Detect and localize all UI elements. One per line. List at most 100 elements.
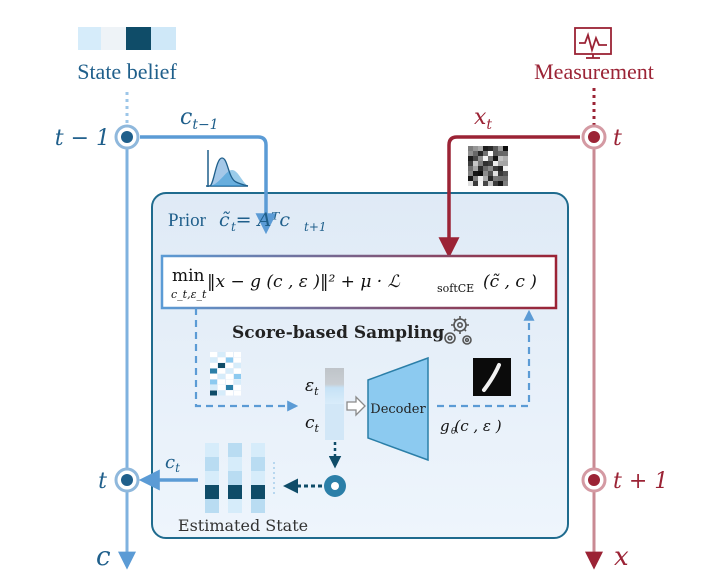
noise-pixel <box>498 171 503 176</box>
noise-pixel <box>483 146 488 151</box>
objective-box <box>160 254 558 310</box>
noise-pixel <box>478 146 483 151</box>
noise-pixel <box>468 181 473 186</box>
ct-output-label: ct <box>165 452 180 475</box>
selected-state-node <box>324 475 346 497</box>
latent-grid-cell <box>234 374 241 379</box>
noisy-measurement-thumbnail <box>468 146 508 186</box>
latent-grid-cell <box>234 352 241 357</box>
noise-pixel <box>488 166 493 171</box>
latent-grid-cell <box>234 368 241 374</box>
latent-grid-cell <box>210 379 217 385</box>
noise-pixel <box>503 176 508 181</box>
noise-pixel <box>483 176 488 181</box>
noise-pixel <box>493 176 498 181</box>
latent-grid-cell <box>210 352 217 357</box>
estimated-state-cell <box>205 499 219 513</box>
estimated-state-cell <box>228 443 242 457</box>
noise-pixel <box>503 181 508 186</box>
noise-pixel <box>488 181 493 186</box>
noise-pixel <box>493 151 498 156</box>
latent-grid-cell <box>234 385 241 390</box>
label-t-minus-1: t − 1 <box>55 126 110 151</box>
noise-pixel <box>468 161 473 166</box>
objective-loss-args: (c̃ , c ) <box>483 272 537 292</box>
noise-pixel <box>488 146 493 151</box>
noise-pixel <box>483 166 488 171</box>
noise-pixel <box>498 156 503 161</box>
noise-pixel <box>498 181 503 186</box>
noise-pixel <box>468 151 473 156</box>
noise-pixel <box>478 166 483 171</box>
noise-pixel <box>498 166 503 171</box>
latent-grid-cell <box>234 390 241 396</box>
noise-pixel <box>468 176 473 181</box>
x-measure-arrow <box>438 135 580 259</box>
noise-pixel <box>503 156 508 161</box>
estimated-state-label: Estimated State <box>178 516 308 535</box>
latent-grid-cell <box>218 357 225 363</box>
noise-pixel <box>488 161 493 166</box>
noise-pixel <box>473 156 478 161</box>
latent-grid-cell <box>210 390 217 396</box>
noise-pixel <box>473 146 478 151</box>
noise-pixel <box>488 176 493 181</box>
label-x-bottom: x <box>614 542 629 572</box>
label-t-right: t <box>613 126 622 151</box>
estimated-state-cell <box>228 471 242 485</box>
gears-icon <box>444 316 472 345</box>
decoded-digit-thumbnail <box>473 358 511 396</box>
latent-grid-cell <box>210 357 217 363</box>
decoder-label: Decoder <box>370 402 426 417</box>
latent-grid-cell <box>226 385 233 390</box>
latent-grid-cell <box>210 368 217 374</box>
estimated-state-cell <box>228 457 242 471</box>
waveform-monitor-icon <box>574 27 612 59</box>
prior-sub-right: t+1 <box>304 220 327 234</box>
estimated-state-cell <box>205 485 219 499</box>
noise-pixel <box>488 151 493 156</box>
noise-pixel <box>483 181 488 186</box>
noise-pixel <box>473 151 478 156</box>
sampling-loop-right <box>437 309 535 408</box>
noise-pixel <box>483 171 488 176</box>
latent-grid-cell <box>226 352 233 357</box>
noise-pixel <box>468 156 473 161</box>
noise-pixel <box>503 151 508 156</box>
latent-grid-cell <box>218 363 225 368</box>
estimated-state-cell <box>205 443 219 457</box>
estimated-state-cell <box>228 485 242 499</box>
noise-pixel <box>503 171 508 176</box>
latent-grid-cell <box>218 368 225 374</box>
c-latent-label: ct <box>305 413 320 435</box>
latent-grid-cell <box>218 390 225 396</box>
noise-pixel <box>493 181 498 186</box>
latent-grid-cell <box>218 385 225 390</box>
state-node-t <box>114 467 140 493</box>
noise-pixel <box>478 156 483 161</box>
latent-grid-cell <box>234 363 241 368</box>
measurement-node-t <box>581 124 607 150</box>
noise-pixel <box>493 156 498 161</box>
noise-pixel <box>493 171 498 176</box>
latent-grid-cell <box>226 363 233 368</box>
c-prev-label: ct−1 <box>180 105 219 133</box>
latent-grid-cell <box>218 352 225 357</box>
noise-pixel <box>473 181 478 186</box>
prior-label: Prior <box>168 210 207 231</box>
latent-c-block <box>325 404 344 440</box>
noise-pixel <box>478 176 483 181</box>
x-measure-label: xt <box>474 105 492 133</box>
objective-loss-sub: softCE <box>437 282 474 295</box>
objective-body: ‖x − g (c , ε )‖² + μ · ℒ <box>207 272 401 292</box>
distribution-curve-icon <box>206 150 249 187</box>
sampling-loop-left <box>194 308 299 412</box>
latent-grid-cell <box>226 390 233 396</box>
latent-samples-grid <box>210 352 241 396</box>
estimated-state-cell <box>251 485 265 499</box>
latent-grid-cell <box>234 357 241 363</box>
objective-min: min <box>172 266 205 286</box>
g-output-sub: θ <box>451 427 457 437</box>
estimated-state-cell <box>205 457 219 471</box>
